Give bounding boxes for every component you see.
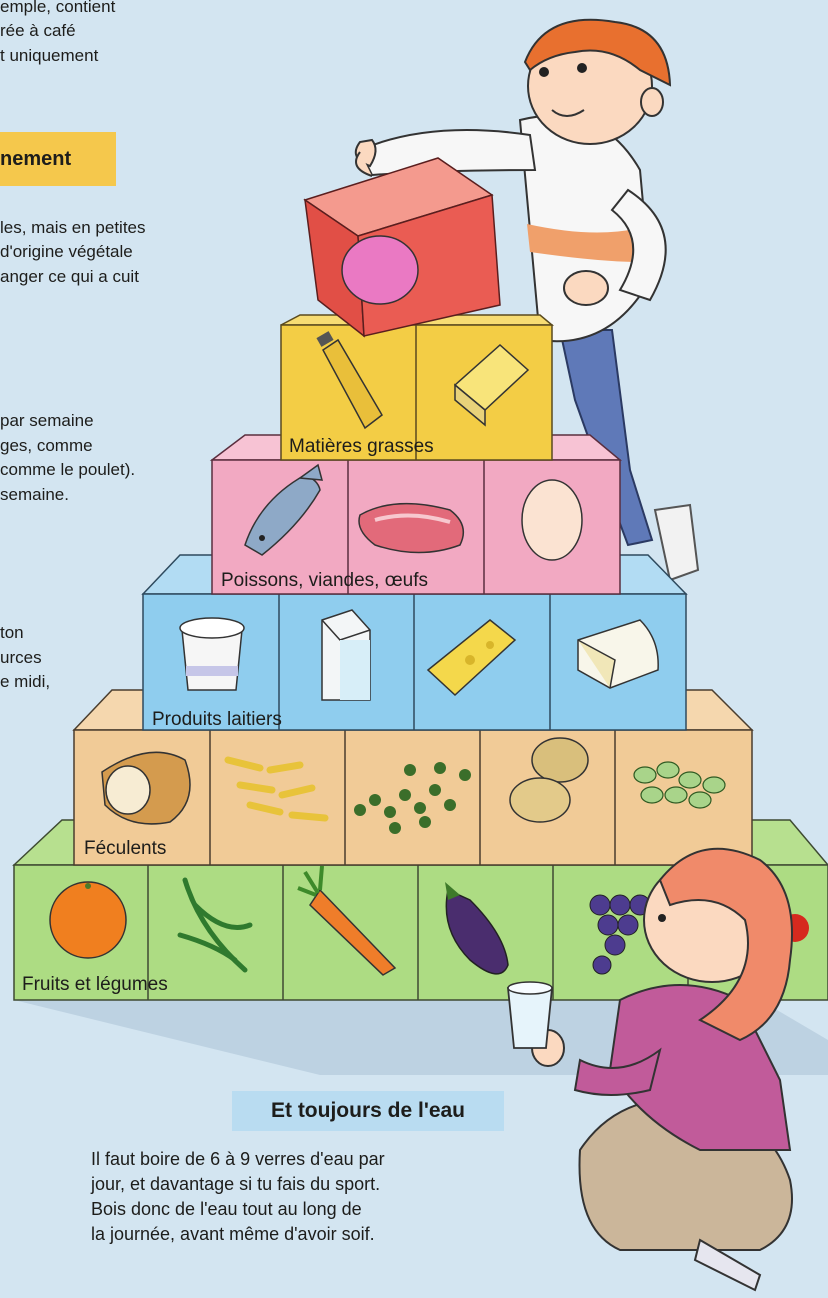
water-glass-icon [508,982,552,1048]
level-label-starches: Féculents [84,838,166,859]
orange-icon [50,882,126,958]
steak-icon [359,504,463,553]
pink-ball-icon [342,236,418,304]
level-fats: Matières grasses [281,315,552,460]
water-line-3: Bois donc de l'eau tout au long de [91,1197,511,1222]
water-heading: Et toujours de l'eau [232,1091,504,1131]
level-label-fruits: Fruits et légumes [22,974,168,995]
water-line-2: jour, et davantage si tu fais du sport. [91,1172,511,1197]
egg-icon [522,480,582,560]
water-line-1: Il faut boire de 6 à 9 verres d'eau par [91,1147,511,1172]
water-line-4: la journée, avant même d'avoir soif. [91,1222,511,1247]
water-paragraph: Il faut boire de 6 à 9 verres d'eau par … [91,1147,511,1247]
top-cube [305,152,500,336]
level-label-protein: Poissons, viandes, œufs [221,570,428,591]
level-label-fats: Matières grasses [289,436,434,457]
milk-carton-icon [322,610,370,700]
level-label-dairy: Produits laitiers [152,709,282,730]
yogurt-icon [180,618,244,690]
